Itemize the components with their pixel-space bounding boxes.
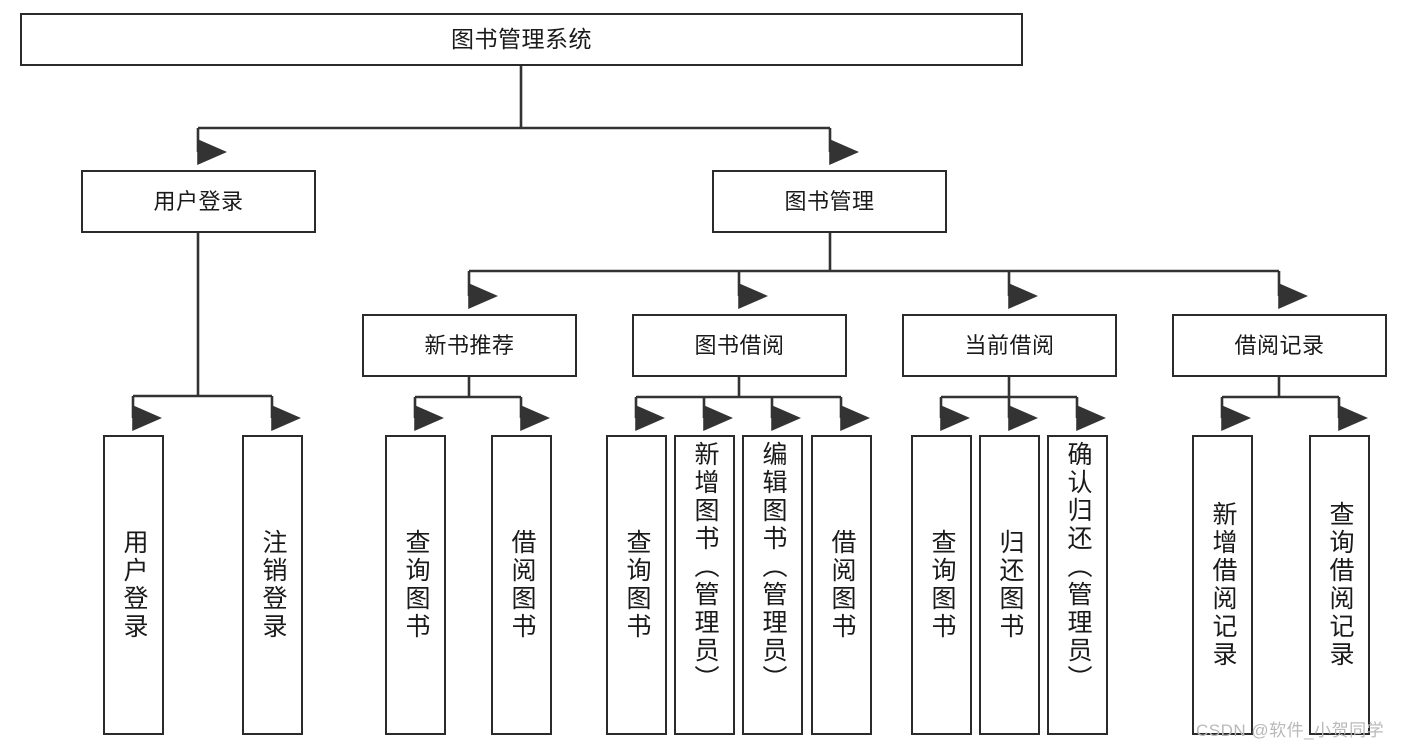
node-label: 查询借阅记录 bbox=[1326, 501, 1354, 669]
leaf-confirm-return-admin[interactable]: 确认归还（管理员） bbox=[1047, 435, 1108, 735]
node-new-book-recommendation[interactable]: 新书推荐 bbox=[362, 314, 577, 377]
leaf-borrow-book-borrowing[interactable]: 借阅图书 bbox=[811, 435, 872, 735]
node-book-borrowing[interactable]: 图书借阅 bbox=[632, 314, 847, 377]
node-label: 归还图书 bbox=[996, 529, 1024, 641]
node-label: 图书管理系统 bbox=[451, 26, 592, 53]
csdn-watermark: CSDN @软件_小贺同学 bbox=[1196, 721, 1385, 740]
node-label: 借阅记录 bbox=[1234, 332, 1325, 358]
leaf-query-book-borrowing[interactable]: 查询图书 bbox=[606, 435, 667, 735]
leaf-add-borrow-record[interactable]: 新增借阅记录 bbox=[1192, 435, 1253, 735]
node-label: 新增借阅记录 bbox=[1209, 501, 1237, 669]
node-label: 编辑图书（管理员） bbox=[759, 441, 787, 693]
node-current-borrowing[interactable]: 当前借阅 bbox=[902, 314, 1117, 377]
leaf-edit-book-admin[interactable]: 编辑图书（管理员） bbox=[742, 435, 803, 735]
node-label: 用户登录 bbox=[120, 529, 148, 641]
node-label: 借阅图书 bbox=[508, 529, 536, 641]
node-book-management[interactable]: 图书管理 bbox=[712, 170, 947, 233]
node-label: 新增图书（管理员） bbox=[691, 441, 719, 693]
node-label: 用户登录 bbox=[153, 188, 244, 214]
node-root-book-management-system[interactable]: 图书管理系统 bbox=[20, 13, 1023, 66]
node-label: 当前借阅 bbox=[964, 332, 1055, 358]
leaf-query-borrow-record[interactable]: 查询借阅记录 bbox=[1309, 435, 1370, 735]
leaf-add-book-admin[interactable]: 新增图书（管理员） bbox=[674, 435, 735, 735]
node-label: 查询图书 bbox=[928, 529, 956, 641]
node-label: 图书借阅 bbox=[694, 332, 785, 358]
node-label: 确认归还（管理员） bbox=[1064, 441, 1092, 693]
node-label: 查询图书 bbox=[623, 529, 651, 641]
node-user-login[interactable]: 用户登录 bbox=[81, 170, 316, 233]
node-label: 借阅图书 bbox=[828, 529, 856, 641]
leaf-query-book-recommendation[interactable]: 查询图书 bbox=[385, 435, 446, 735]
node-label: 查询图书 bbox=[402, 529, 430, 641]
leaf-logout[interactable]: 注销登录 bbox=[242, 435, 303, 735]
node-borrowing-record[interactable]: 借阅记录 bbox=[1172, 314, 1387, 377]
node-label: 新书推荐 bbox=[424, 332, 515, 358]
node-label: 注销登录 bbox=[259, 529, 287, 641]
node-label: 图书管理 bbox=[784, 188, 875, 214]
leaf-user-login[interactable]: 用户登录 bbox=[103, 435, 164, 735]
leaf-query-book-current[interactable]: 查询图书 bbox=[911, 435, 972, 735]
leaf-return-book[interactable]: 归还图书 bbox=[979, 435, 1040, 735]
leaf-borrow-book-recommendation[interactable]: 借阅图书 bbox=[491, 435, 552, 735]
